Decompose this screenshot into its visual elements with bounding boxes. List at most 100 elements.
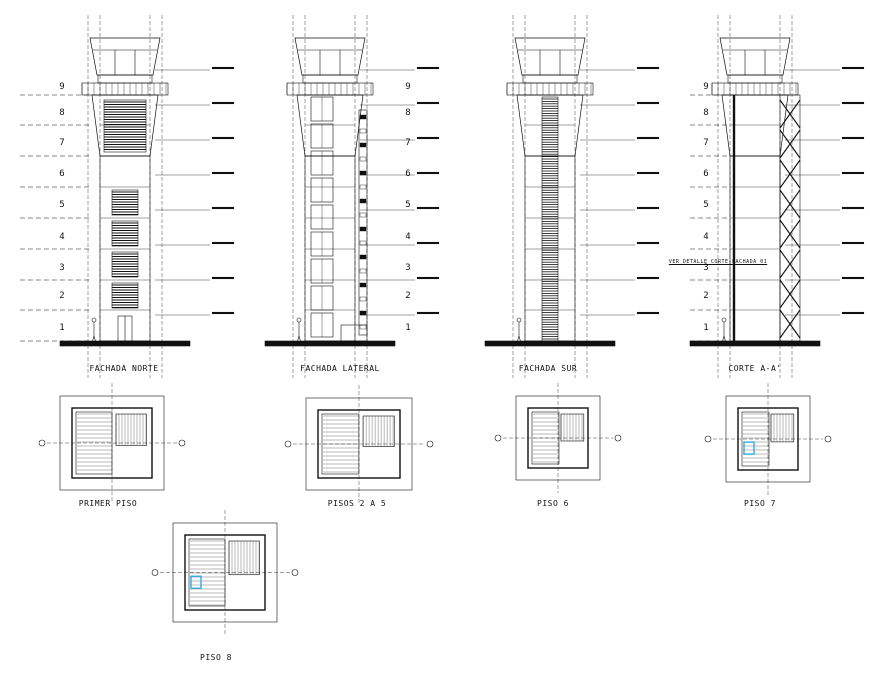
axis-bubble [284,440,292,448]
title-pisos-2-5: PISOS 2 A 5 [327,499,387,508]
cab-base [302,74,358,84]
stair-flight [779,309,801,339]
vent [359,282,367,288]
vent [359,170,367,176]
tower-shaft [524,155,576,342]
annotation-text [636,241,660,245]
human-figure-head [721,317,727,323]
vent [359,324,367,330]
human-figure-leg [723,335,727,344]
cab-base [727,74,783,84]
annotation-text [841,136,865,140]
axis-bubble [38,439,46,447]
annotation-text [211,136,235,140]
human-figure-head [296,317,302,323]
axis-bubble [426,440,434,448]
lateral-floor-9: 9 [405,82,411,92]
axis-bubble [178,439,186,447]
stair-flight [779,129,801,159]
annotation-text [841,276,865,280]
annotation-text [636,101,660,105]
plan-pisos-2-5-stair [362,415,395,447]
title-corte: CORTE A-A' [728,364,782,373]
stair-flight [779,159,801,189]
vent [359,114,367,120]
tower-shaft [99,155,151,342]
annotation-text [416,311,440,315]
vent [359,128,367,134]
annotation-text [211,206,235,210]
balcony-railing [711,82,799,96]
lateral-floor-5: 5 [405,200,411,210]
vent [359,184,367,190]
annotation-text [211,276,235,280]
norte-floor-7: 7 [59,138,65,148]
title-piso-8: PISO 8 [200,653,232,662]
annotation-text [211,311,235,315]
stair-flight [779,249,801,279]
lateral-floor-1: 1 [405,323,411,333]
annotation-text [211,66,235,70]
human-figure-leg [298,335,302,344]
norte-floor-4: 4 [59,232,65,242]
vent [359,198,367,204]
axis-bubble [151,569,159,576]
lateral-floor-2: 2 [405,291,411,301]
plan-primer-piso-stair [115,413,147,446]
ground-slab [59,340,191,347]
title-primer-piso: PRIMER PISO [78,499,138,508]
norte-floor-2: 2 [59,291,65,301]
base-block [340,324,368,342]
tower-shaft [729,155,781,342]
cab-base [97,74,153,84]
stair-flight [779,99,801,129]
lateral-floor-8: 8 [405,108,411,118]
balcony-railing [286,82,374,96]
corte-floor-4: 4 [703,232,709,242]
vent [359,142,367,148]
annotation-text [636,311,660,315]
plan-piso-7-stair [770,413,795,443]
vent [359,310,367,316]
lateral-floor-6: 6 [405,169,411,179]
annotation-text [636,136,660,140]
axis-bubble [824,435,832,443]
ground-slab [264,340,396,347]
annotation-text [841,101,865,105]
title-fachada-norte: FACHADA NORTE [89,364,159,373]
axis-bubble [704,435,712,443]
annotation-text [416,136,440,140]
annotation-text [636,66,660,70]
annotation-text [636,206,660,210]
corte-floor-7: 7 [703,138,709,148]
norte-floor-6: 6 [59,169,65,179]
annotation-text [636,171,660,175]
axis-bubble [291,569,299,576]
section-note: VER DETALLE CORTE-FACHADA 01 [668,259,768,265]
plan-piso-6-stair [560,413,585,442]
upper-shaft [296,94,364,157]
corte-floor-8: 8 [703,108,709,118]
norte-floor-1: 1 [59,323,65,333]
norte-floor-5: 5 [59,200,65,210]
corte-floor-1: 1 [703,323,709,333]
lateral-floor-4: 4 [405,232,411,242]
annotation-text [416,206,440,210]
human-figure-leg [93,335,97,344]
corte-floor-3: 3 [703,263,709,273]
axis-bubble [614,434,622,442]
annotation-text [416,276,440,280]
corte-floor-6: 6 [703,169,709,179]
lateral-floor-7: 7 [405,138,411,148]
stair-flight [779,219,801,249]
annotation-text [841,171,865,175]
ground-slab [689,340,821,347]
human-figure-leg [91,335,95,344]
plan-piso-7-highlight [743,441,755,455]
human-figure-leg [516,335,520,344]
axis-bubble [494,434,502,442]
plan-primer-piso-room [75,411,113,475]
norte-floor-8: 8 [59,108,65,118]
